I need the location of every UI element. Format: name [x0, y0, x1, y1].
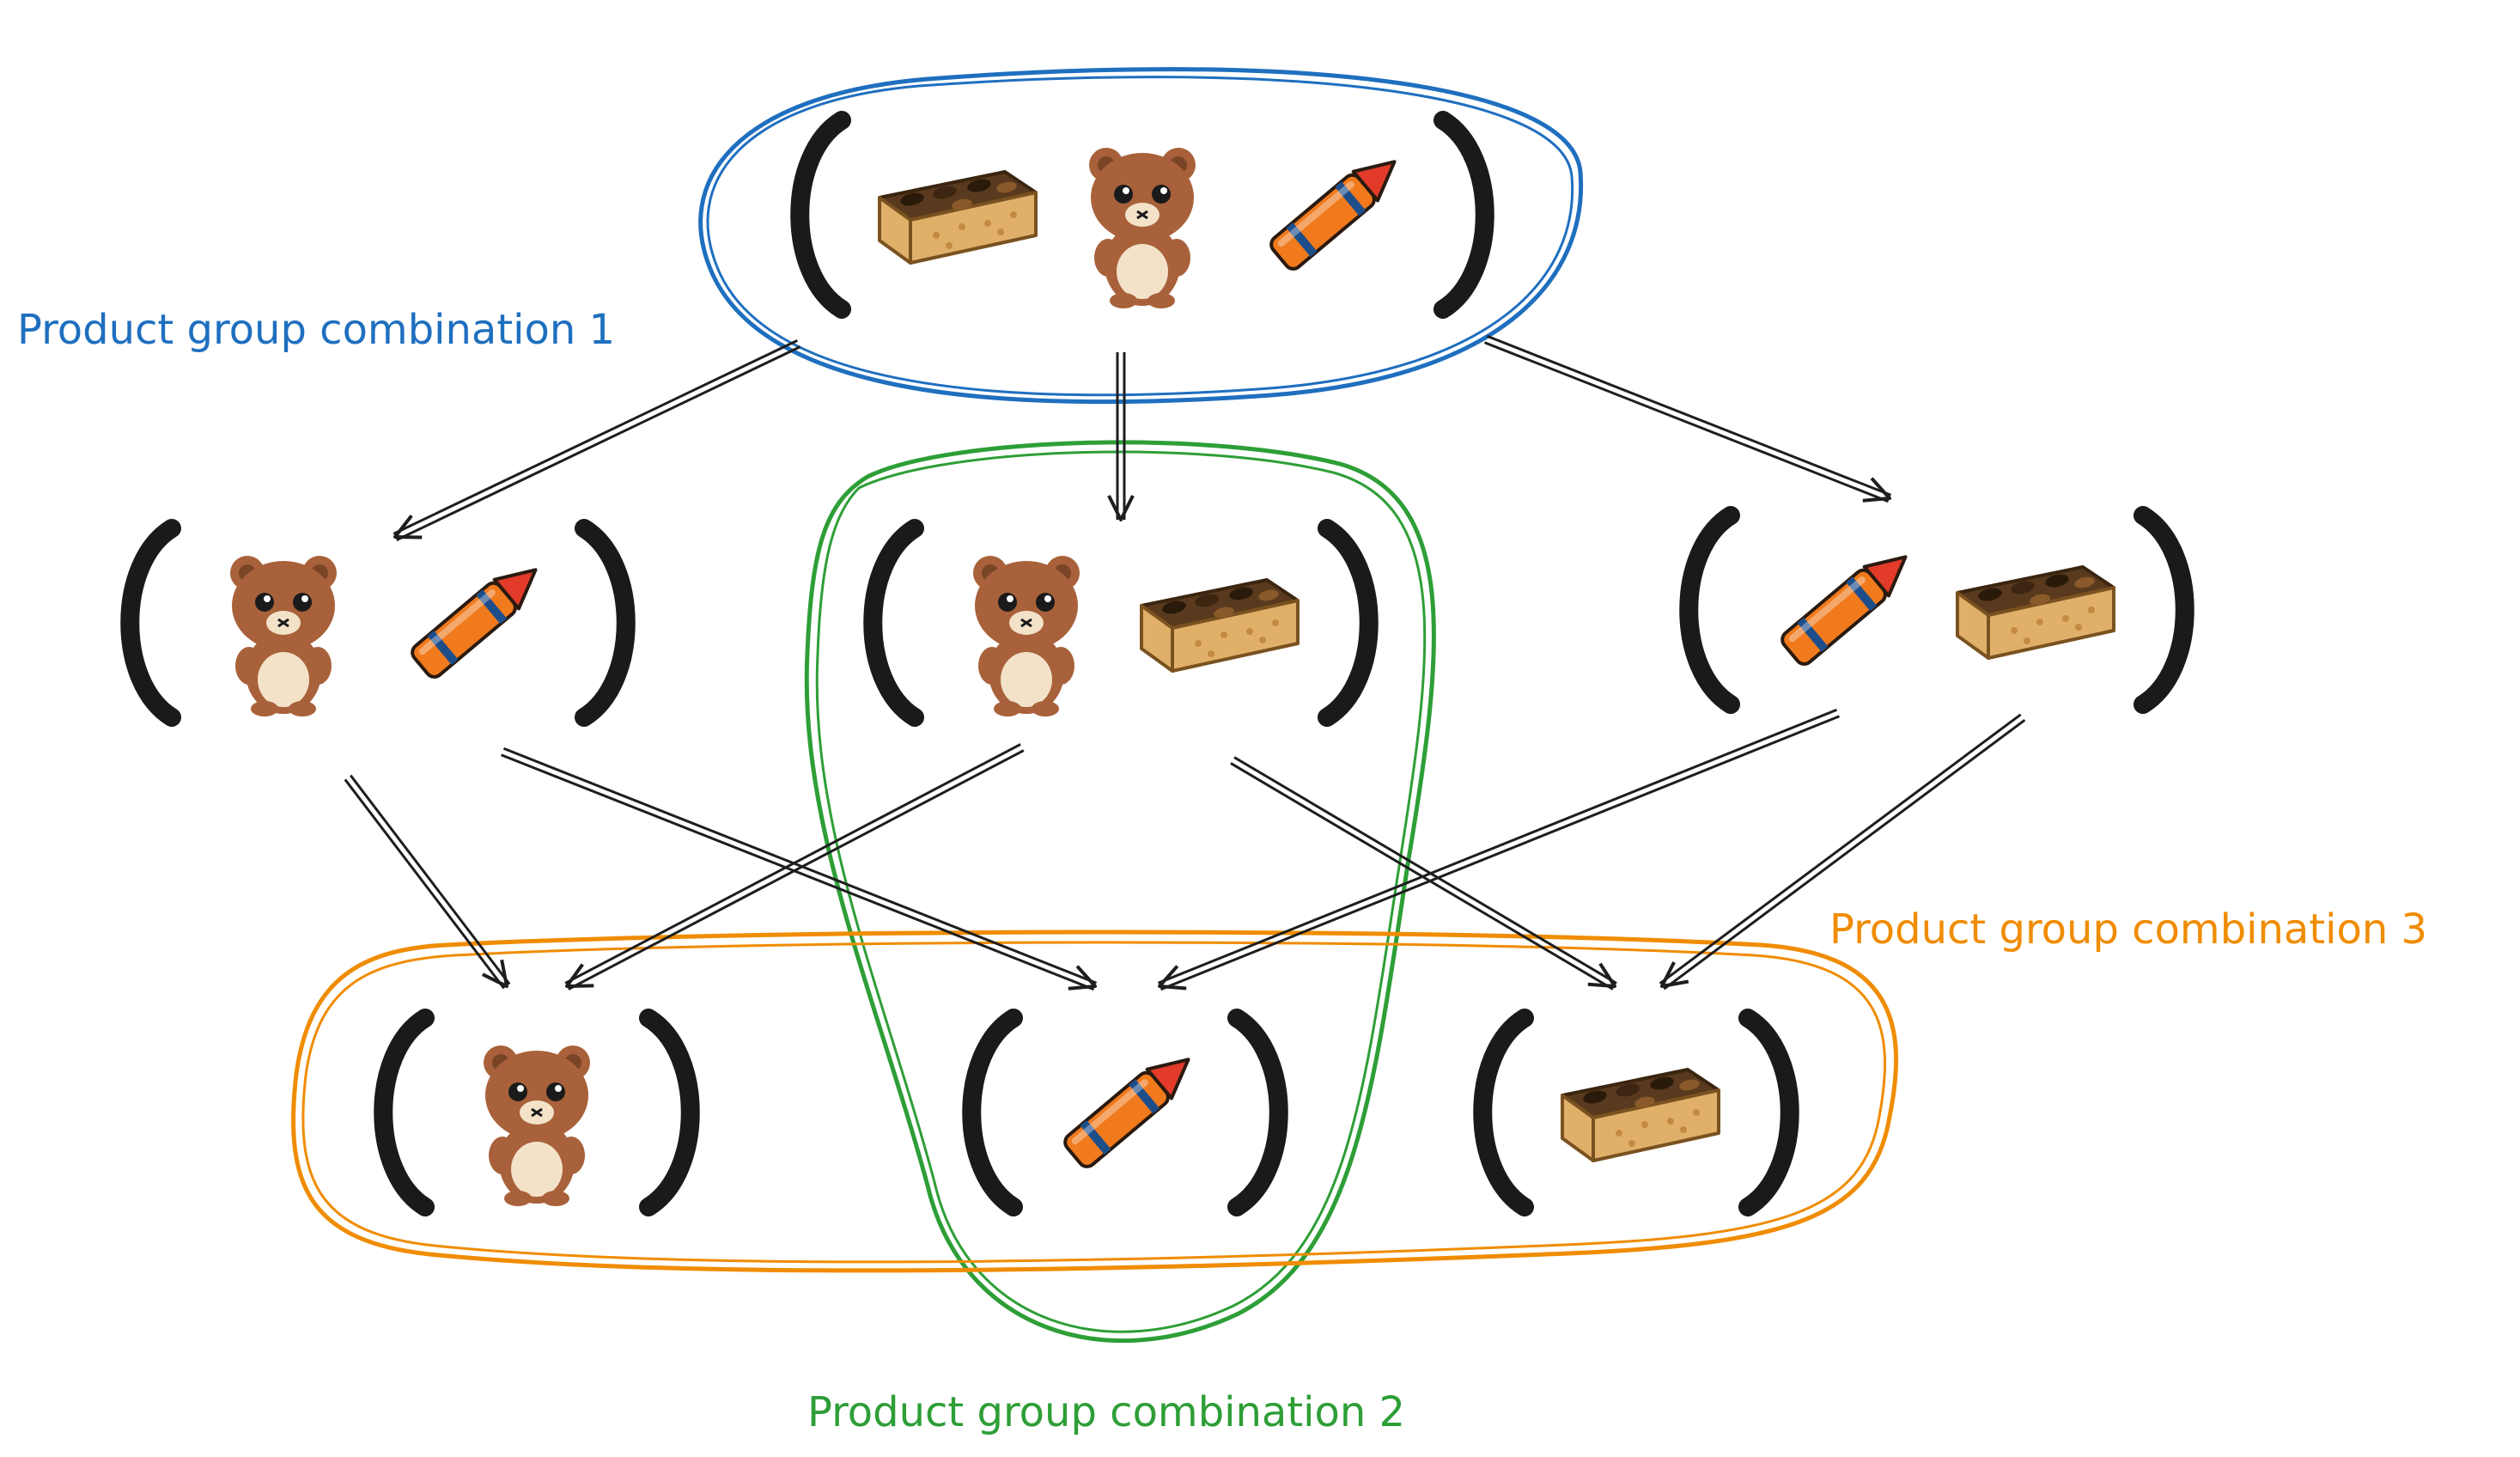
arrow-mid-left-to-bottom-center	[500, 747, 1098, 991]
group2-label: Product group combination 2	[807, 1388, 1405, 1436]
teddy-bear-icon	[482, 1044, 592, 1208]
teddy-bear-icon	[971, 554, 1081, 718]
arrow-mid-center-to-bottom-right	[1230, 756, 1617, 991]
crayon-icon	[1266, 145, 1409, 274]
crayon-icon	[1060, 1043, 1202, 1172]
close-paren	[1738, 1009, 1799, 1216]
node-bottom-center	[962, 1009, 1288, 1216]
arrowhead	[1107, 495, 1135, 521]
node-mid-center	[863, 519, 1379, 727]
node-mid-left	[120, 519, 636, 727]
arrow-stroke	[500, 753, 1095, 991]
node-bottom-left	[374, 1009, 700, 1216]
close-paren	[1227, 1009, 1288, 1216]
arrow-mid-center-to-bottom-left	[564, 743, 1025, 991]
granola-bar-icon	[1956, 565, 2115, 660]
group1-label: Product group combination 1	[17, 306, 615, 354]
arrow-stroke	[1663, 719, 2026, 991]
arrow-stroke	[396, 345, 801, 541]
arrow-mid-right-to-bottom-center	[1157, 708, 1841, 991]
arrow-stroke	[344, 778, 506, 990]
edges	[344, 334, 2026, 991]
close-paren	[2133, 506, 2194, 714]
open-paren	[1679, 506, 1740, 714]
crayon-icon	[1777, 540, 1920, 669]
group3-label: Product group combination 3	[1829, 905, 2427, 954]
open-paren	[962, 1009, 1023, 1216]
close-paren	[575, 519, 636, 727]
arrowhead	[1068, 965, 1097, 991]
granola-bar-icon	[1561, 1068, 1720, 1162]
arrow-top-to-mid-left	[393, 339, 801, 541]
arrow-stroke	[1160, 715, 1841, 991]
arrowhead	[1862, 477, 1891, 503]
arrow-stroke	[1233, 756, 1617, 985]
arrow-top-to-mid-center	[1107, 352, 1135, 521]
arrow-stroke	[502, 747, 1098, 985]
arrow-stroke	[1659, 713, 2022, 985]
close-paren	[1433, 111, 1494, 319]
arrowhead	[565, 963, 594, 988]
group-outlines	[291, 67, 1899, 1344]
arrow-stroke	[564, 743, 1021, 985]
arrowhead	[393, 515, 423, 540]
arrowhead	[1660, 961, 1689, 988]
crayon-icon	[407, 553, 550, 682]
arrow-stroke	[1483, 341, 1890, 503]
arrow-mid-right-to-bottom-right	[1659, 713, 2026, 991]
close-paren	[1318, 519, 1379, 727]
node-top	[790, 111, 1494, 319]
arrow-top-to-mid-right	[1483, 334, 1892, 503]
granola-bar-icon	[878, 170, 1038, 265]
node-bottom-right	[1473, 1009, 1799, 1216]
arrow-stroke	[1157, 708, 1838, 985]
open-paren	[1473, 1009, 1534, 1216]
teddy-bear-icon	[1087, 146, 1197, 310]
arrowhead	[1158, 965, 1187, 991]
arrowhead	[482, 959, 508, 988]
arrow-stroke	[393, 339, 798, 535]
teddy-bear-icon	[228, 554, 338, 718]
arrowhead	[1587, 962, 1616, 988]
granola-bar-icon	[1140, 578, 1300, 673]
group2-outline	[804, 440, 1436, 1344]
arrow-stroke	[349, 774, 511, 985]
open-paren	[790, 111, 851, 319]
arrow-stroke	[1486, 334, 1892, 497]
node-mid-right	[1679, 506, 2194, 714]
group1-outline	[698, 67, 1584, 405]
open-paren	[374, 1009, 435, 1216]
close-paren	[639, 1009, 700, 1216]
open-paren	[120, 519, 181, 727]
nodes	[120, 111, 2194, 1216]
group3-outline	[291, 930, 1899, 1273]
arrow-mid-left-to-bottom-left	[344, 774, 511, 990]
arrow-stroke	[568, 749, 1025, 991]
open-paren	[863, 519, 924, 727]
